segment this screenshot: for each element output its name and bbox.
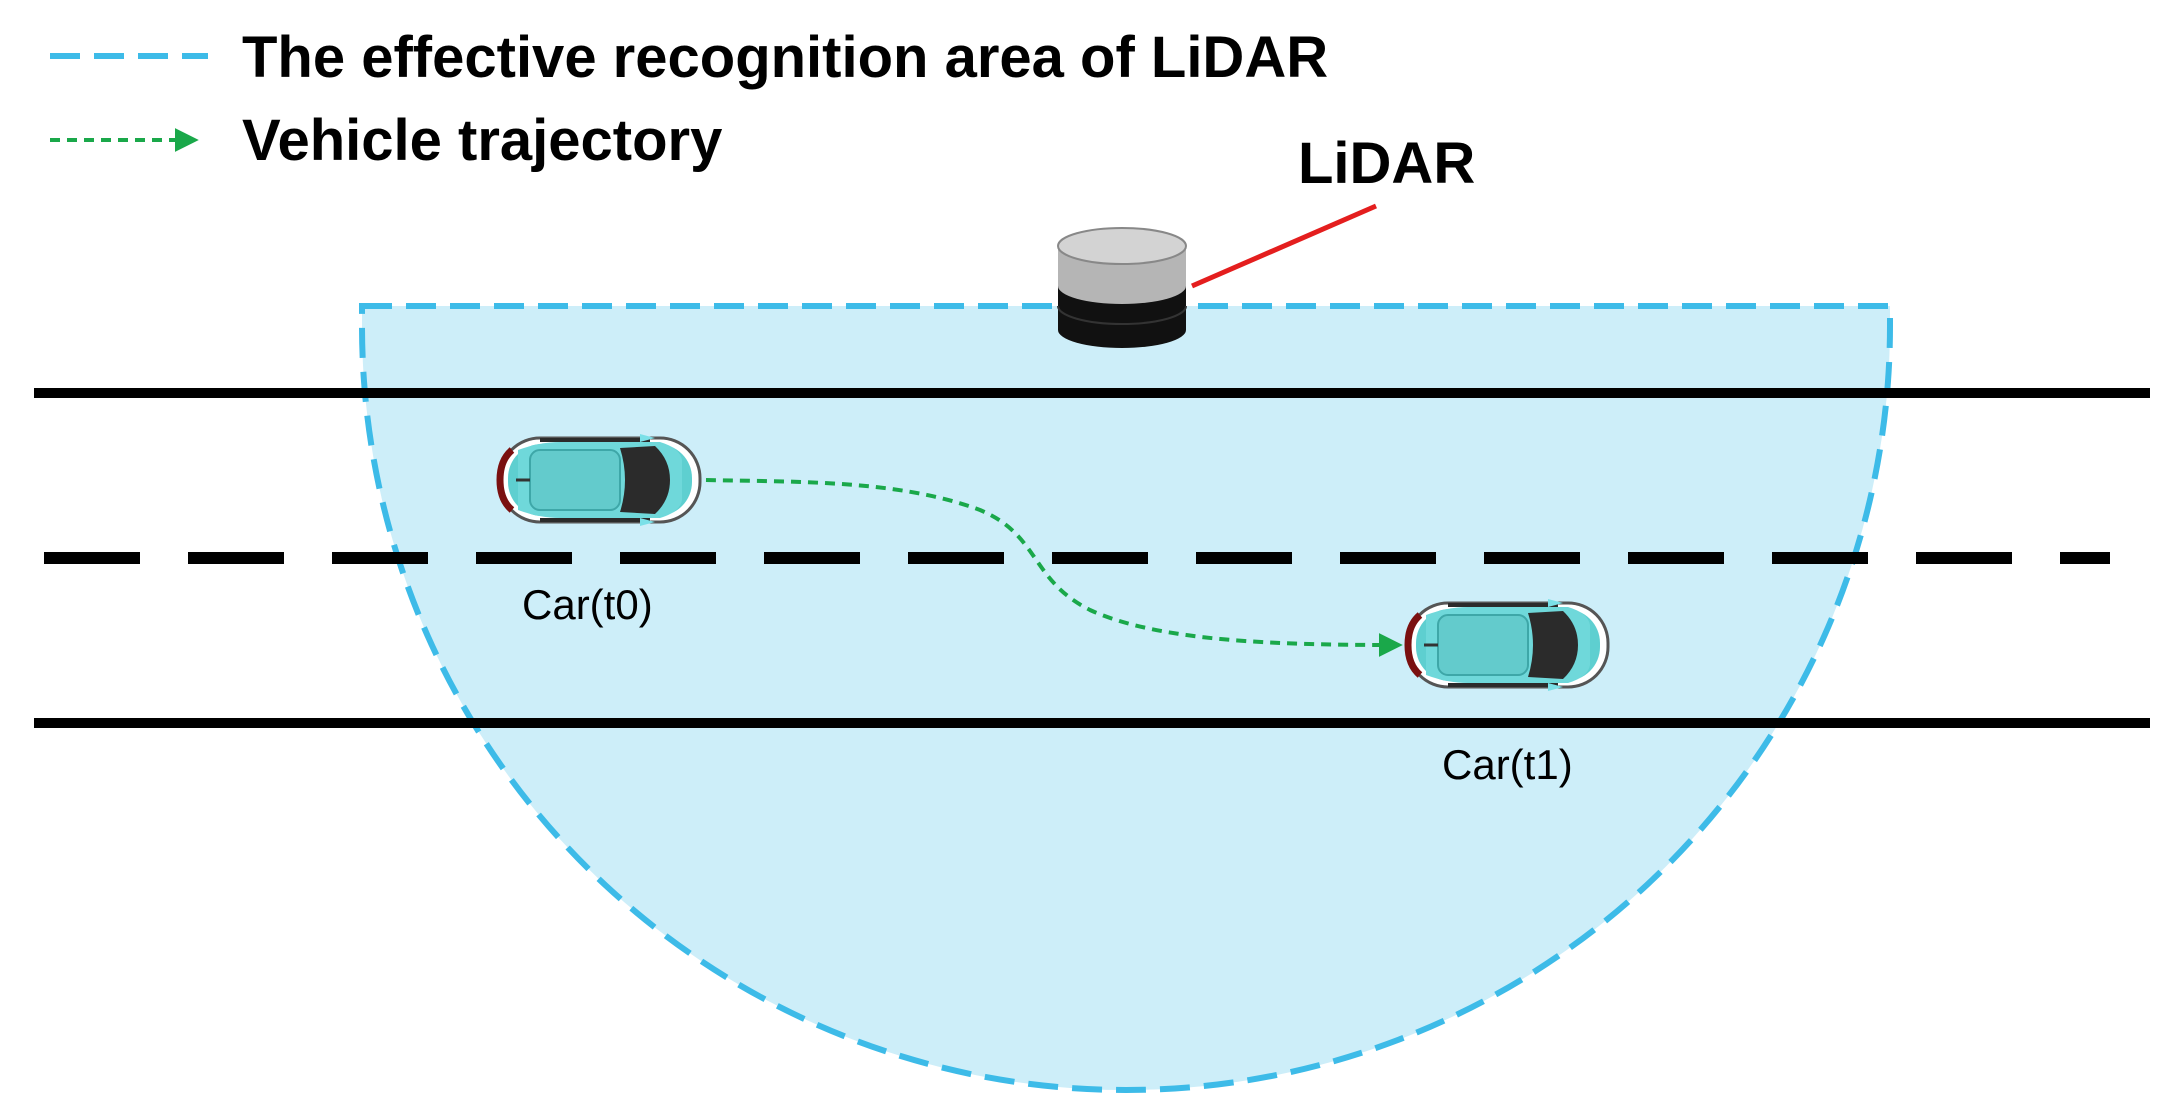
car-t0-label: Car(t0) xyxy=(522,581,653,628)
legend-area-label: The effective recognition area of LiDAR xyxy=(242,25,1328,90)
legend: The effective recognition area of LiDAR … xyxy=(50,25,1328,173)
car-t1-label: Car(t1) xyxy=(1442,741,1573,788)
lidar-label: LiDAR xyxy=(1298,131,1475,196)
lidar-sensor-icon xyxy=(1057,227,1187,348)
car-t1-icon xyxy=(1408,599,1608,691)
legend-trajectory-label: Vehicle trajectory xyxy=(242,108,722,173)
lidar-pointer-line xyxy=(1191,203,1377,289)
recognition-area xyxy=(359,303,1893,1093)
vehicle-trajectory-path xyxy=(705,478,1403,657)
car-t0-icon xyxy=(500,434,700,526)
